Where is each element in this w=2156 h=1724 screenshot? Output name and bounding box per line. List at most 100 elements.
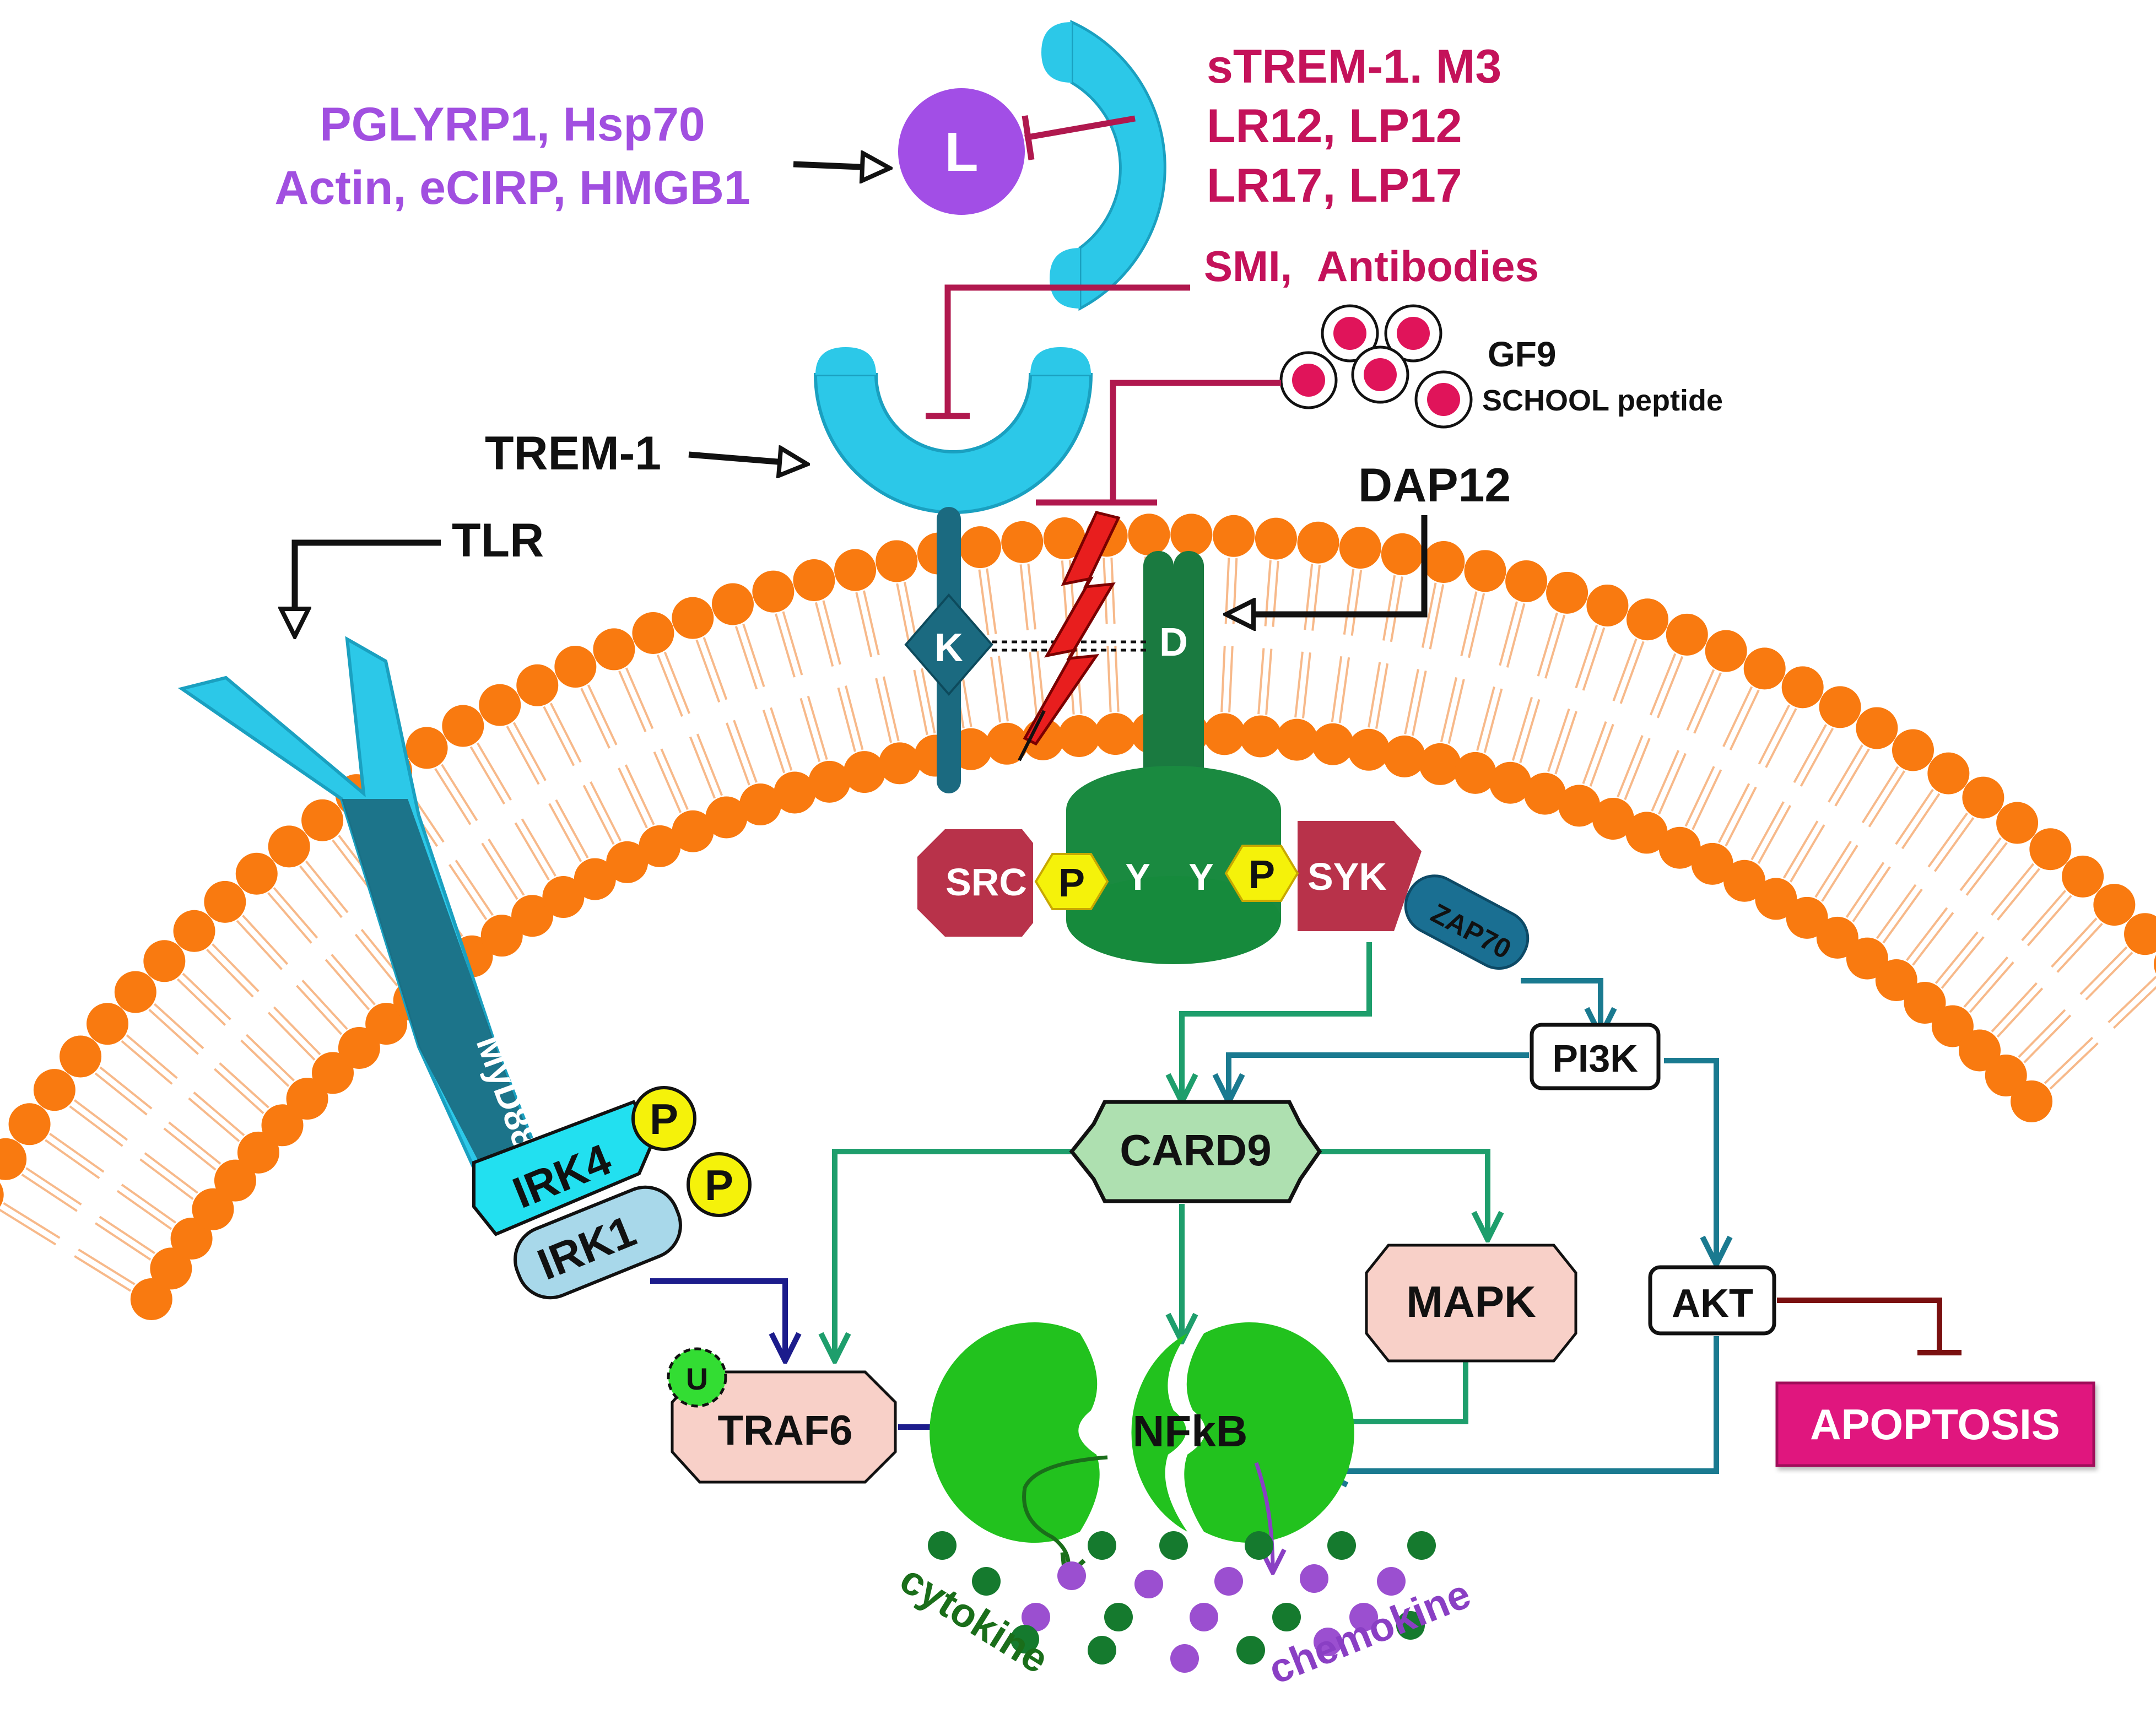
lipid-tail (325, 959, 370, 1010)
lipid-head (170, 1217, 213, 1260)
lipid-head (192, 1188, 234, 1230)
cytokine-dot (928, 1531, 957, 1560)
lipid-head (959, 526, 1001, 569)
lipid-head (1666, 613, 1708, 656)
lipid-tail (188, 1097, 240, 1142)
lipid-tail (1969, 961, 2014, 1013)
syk-label: SYK (1307, 855, 1387, 898)
lipid-tail (301, 980, 348, 1030)
lipid-head (1213, 515, 1255, 557)
lipid-tail (656, 654, 683, 717)
lipid-head (1170, 514, 1213, 556)
lipid-tail (1228, 646, 1234, 712)
irk1-phospho-label: P (705, 1161, 733, 1209)
lipid-head (173, 910, 215, 952)
lipid-tail (1350, 570, 1363, 636)
lipid-tail (94, 1072, 148, 1116)
lipid-head (312, 1052, 354, 1094)
lipid-tail (245, 1034, 295, 1082)
lipid-head (237, 1131, 279, 1174)
lipid-tail (1554, 711, 1577, 775)
lipid-tail (775, 613, 796, 678)
pi3k-node (1530, 1023, 1661, 1090)
ligand-arrow (793, 164, 887, 168)
lipid-head (1856, 707, 1898, 749)
lipid-tail (1467, 593, 1485, 658)
lipid-tail (1617, 735, 1644, 797)
lipid-tail (875, 678, 893, 743)
lipid-tail (434, 768, 472, 825)
lipid-tail (2018, 1009, 2066, 1058)
lipid-head (1255, 517, 1297, 560)
cytokine-dot (1104, 1603, 1133, 1631)
lipid-tail (1782, 820, 1819, 879)
lipid-head (8, 1103, 51, 1145)
lipid-tail (2049, 1042, 2099, 1090)
lipid-head (1128, 514, 1170, 556)
lipid-head (672, 597, 714, 639)
lipid-tail (1757, 804, 1792, 864)
lipid-tail (153, 1003, 204, 1050)
lipid-head (0, 1182, 4, 1207)
lipid-tail (1965, 842, 2008, 896)
lipid-head (480, 915, 523, 957)
lipid-tail (1935, 931, 1979, 984)
lipid-tail (240, 1039, 290, 1087)
lipid-head (2154, 955, 2156, 974)
lipid-tail (913, 669, 928, 736)
lipid-head (511, 895, 554, 937)
traf6-ubiquitin (667, 1347, 727, 1408)
lipid-head (301, 799, 344, 841)
lipid-tail (590, 781, 622, 841)
trem1-label: TREM-1 (485, 427, 661, 480)
strem1-soluble-receptor (1041, 20, 1166, 311)
lipid-tail (548, 803, 582, 862)
lipid-tail (1294, 651, 1304, 718)
lipid-head (1203, 713, 1246, 755)
lipid-tail (1959, 837, 2002, 891)
lipid-tail (121, 1183, 177, 1224)
dap12-tyrosine-1: Y (1125, 856, 1150, 898)
lipid-tail (689, 736, 716, 799)
lipid-head (1276, 718, 1318, 761)
cytokine-dot (1088, 1531, 1116, 1560)
inhibitor-line1: sTREM-1. M3 (1207, 40, 1501, 93)
pi3k-to-card9-arrow (1229, 1052, 1529, 1099)
lipid-tail (1589, 723, 1614, 787)
lipid-head (1723, 860, 1766, 902)
lipid-tail (168, 1121, 221, 1165)
lipid-head (2011, 1080, 2053, 1122)
trem1-arrow (688, 455, 804, 464)
apoptosis-label: APOPTOSIS (1810, 1400, 2060, 1449)
lipid-head (150, 1247, 192, 1290)
lipid-tail (814, 602, 834, 667)
chemokine-dot (1314, 1628, 1342, 1656)
gf9-bead-core (1292, 364, 1325, 397)
nfkb-to-chemokine-arrow (1254, 1462, 1273, 1570)
tlr-label: TLR (452, 514, 544, 567)
lipid-tail (94, 1222, 152, 1261)
lipid-head (774, 771, 816, 814)
nfkb-complex (930, 1322, 1354, 1543)
lipid-tail (770, 707, 793, 771)
lipid-tail (1656, 656, 1684, 718)
lipid-tail (1624, 738, 1651, 801)
lipid-head (1001, 521, 1044, 563)
gf9-inhibit-line (1036, 380, 1281, 506)
lipid-tail (206, 948, 254, 998)
cytokine-dot (1088, 1636, 1116, 1664)
lipid-tail (896, 583, 911, 649)
src-phospho (1034, 853, 1109, 910)
lipid-tail (1390, 576, 1403, 642)
pi3k-label: PI3K (1552, 1037, 1638, 1080)
lipid-tail (1692, 769, 1722, 830)
lipid-tail (1257, 648, 1265, 715)
lipid-head (1962, 776, 2004, 819)
gf9-bead-core (1397, 317, 1430, 350)
smi-inhibit-line (926, 284, 1190, 419)
chemokine-label: chemokine (1262, 1570, 1477, 1693)
lipid-tail (331, 954, 376, 1006)
lipid-tail (1750, 801, 1785, 861)
lipid-tail (986, 568, 997, 634)
lipid-tail (822, 600, 841, 665)
